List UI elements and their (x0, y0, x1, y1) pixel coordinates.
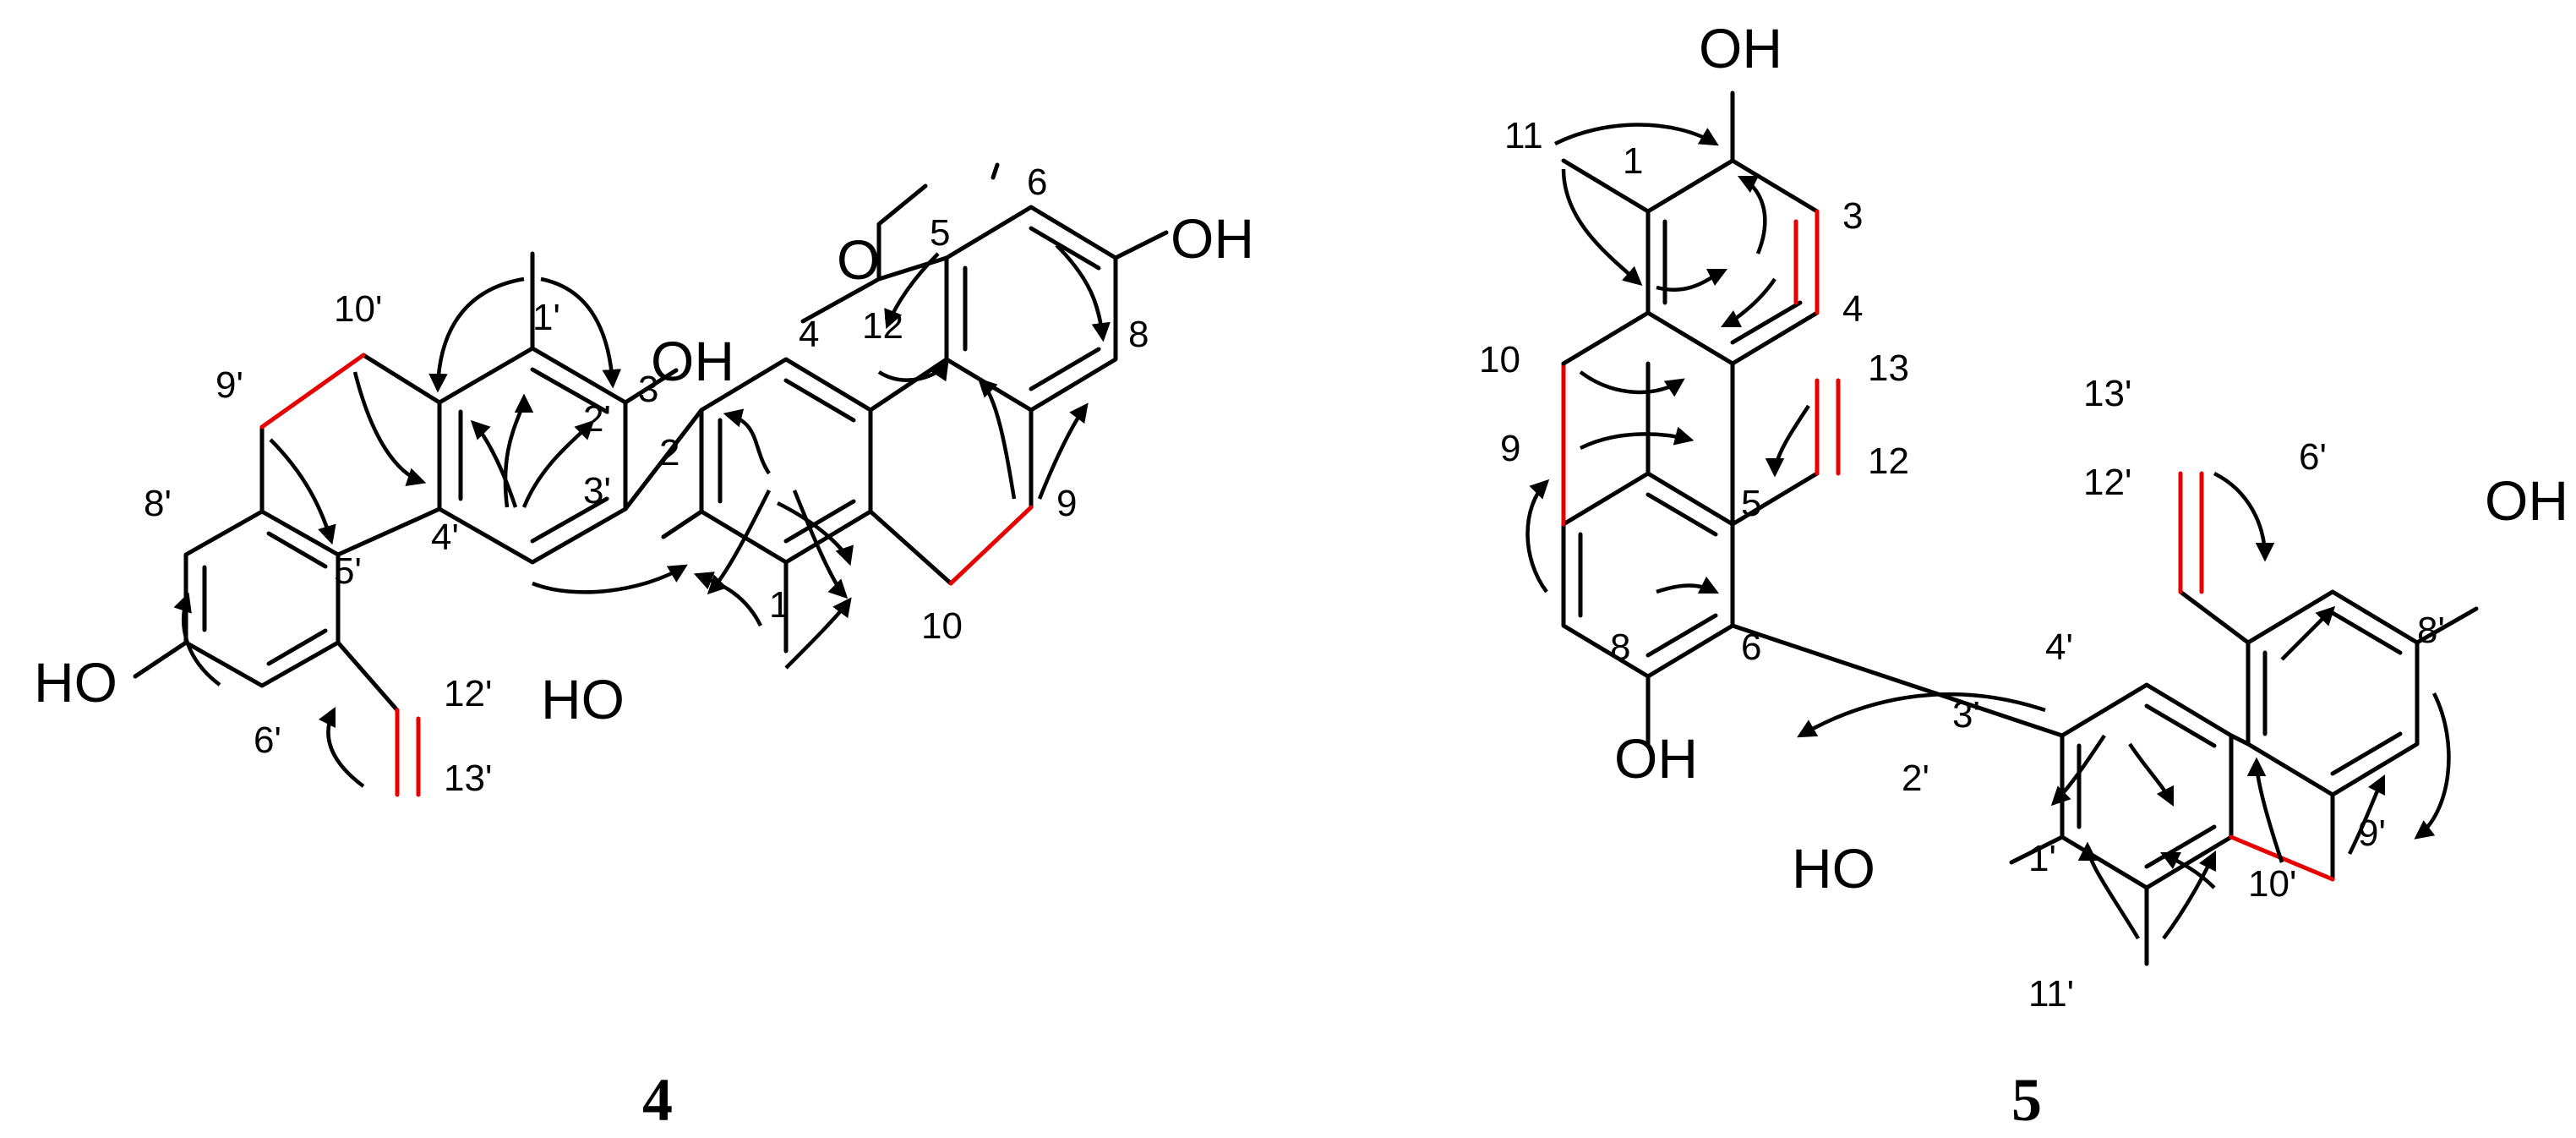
locant-label: 9' (2358, 812, 2386, 854)
locant-label: 1' (2028, 838, 2056, 879)
ho-label: HO (34, 651, 117, 714)
locant-label: 8' (2417, 610, 2445, 651)
oh-label: OH (651, 330, 734, 392)
compound-number-5: 5 (2011, 1066, 2042, 1134)
locant-label: 12 (862, 305, 903, 347)
locant-label: 10' (334, 288, 382, 330)
locant-label: 11 (1504, 115, 1543, 156)
locant-label: 4' (431, 517, 459, 558)
locant-label: 3 (1842, 195, 1863, 237)
locant-label: 8 (1610, 626, 1630, 668)
locant-label: 10' (2248, 863, 2296, 905)
locant-label: 1 (1623, 140, 1643, 182)
locant-label: 9' (216, 364, 243, 406)
compound-5-structure (1525, 90, 2479, 966)
locant-label: 3' (1952, 694, 1980, 736)
ho-label: HO (541, 668, 625, 730)
locant-label: 13' (2083, 373, 2131, 414)
ether-oxygen-label: O (837, 228, 880, 291)
oh-label: OH (2485, 469, 2568, 532)
compound-4-labels: OH OH HO HO O 1 2 3 4 5 6 8 9 10 12 1' 2… (34, 161, 1254, 799)
locant-label: 6 (1027, 161, 1047, 203)
locant-label: 4 (799, 314, 819, 355)
locant-label: 4' (2045, 626, 2073, 668)
locant-label: 6' (2299, 436, 2327, 478)
locant-label: 2' (1902, 758, 1929, 799)
locant-label: 3' (583, 470, 611, 512)
locant-label: 13' (444, 758, 492, 799)
locant-label: 12' (444, 673, 492, 714)
locant-label: 8' (144, 483, 172, 524)
ho-label: HO (1792, 837, 1875, 900)
oh-label: OH (1699, 17, 1782, 79)
oh-label: OH (1171, 207, 1254, 270)
compound-4-structure (133, 162, 1169, 797)
locant-label: 2' (583, 398, 611, 440)
locant-label: 2 (659, 432, 679, 473)
locant-label: 6 (1741, 626, 1761, 668)
locant-label: 4 (1842, 288, 1863, 330)
locant-label: 1' (532, 297, 560, 338)
locant-label: 5 (1741, 483, 1761, 524)
locant-label: 6' (254, 719, 281, 761)
locant-label: 1 (769, 584, 789, 626)
locant-label: 12' (2083, 462, 2131, 503)
locant-label: 10 (1479, 339, 1520, 380)
locant-label: 11' (2028, 973, 2074, 1015)
locant-label: 3 (638, 369, 658, 410)
locant-label: 5 (930, 212, 950, 254)
locant-label: 9 (1056, 483, 1077, 524)
locant-label: 9 (1500, 428, 1520, 469)
compound-number-4: 4 (642, 1066, 673, 1134)
locant-label: 10 (921, 605, 963, 647)
locant-label: 5' (334, 550, 362, 592)
oh-label: OH (1614, 727, 1698, 790)
locant-label: 13 (1868, 347, 1909, 389)
locant-label: 8 (1128, 314, 1149, 355)
compound-5-labels: OH OH OH HO 11 1 3 4 10 9 8 5 6 13 12 13… (1479, 17, 2568, 1015)
locant-label: 12 (1868, 440, 1909, 482)
